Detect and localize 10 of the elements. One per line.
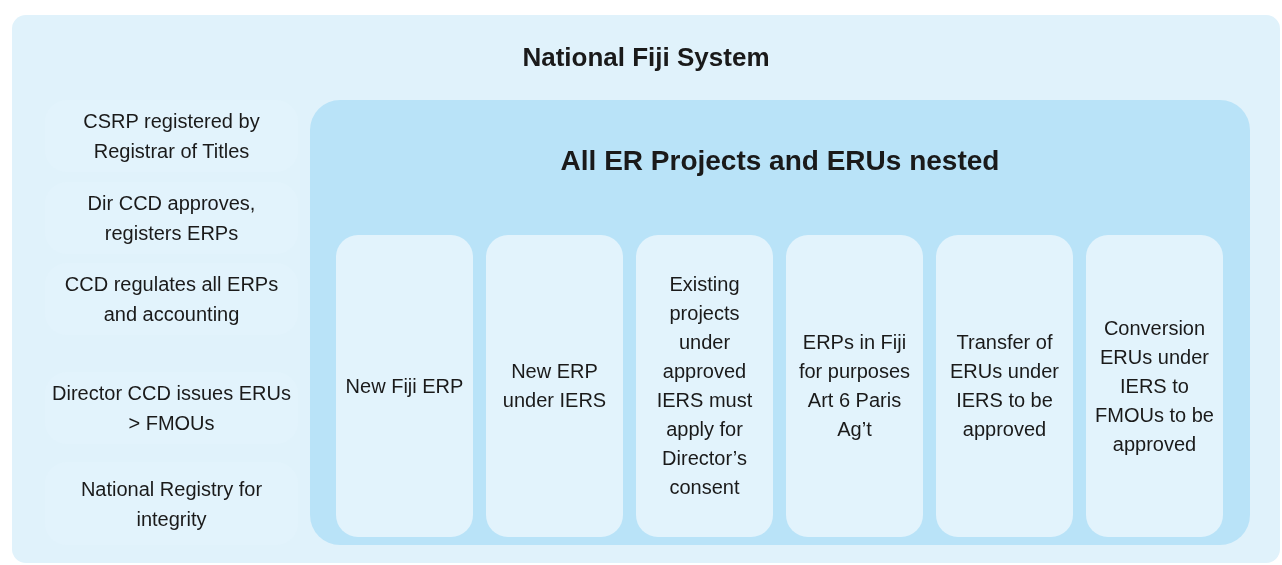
project-box: Existing projects under approved IERS must apply for Director’s consent — [636, 235, 773, 537]
project-box: New ERP under IERS — [486, 235, 623, 537]
project-box: ERPs in Fiji for purposes Art 6 Paris Ag’t — [786, 235, 923, 537]
project-box: Conversion ERUs under IERS to FMOUs to be approved — [1086, 235, 1223, 537]
projects-panel — [310, 100, 1250, 545]
project-box: Transfer of ERUs under IERS to be approved — [936, 235, 1073, 537]
panel-title: National Fiji System — [522, 42, 770, 72]
system-panel — [12, 15, 1280, 563]
panel-title: All ER Projects and ERUs nested — [560, 145, 1000, 176]
project-box: New Fiji ERP — [336, 235, 473, 537]
